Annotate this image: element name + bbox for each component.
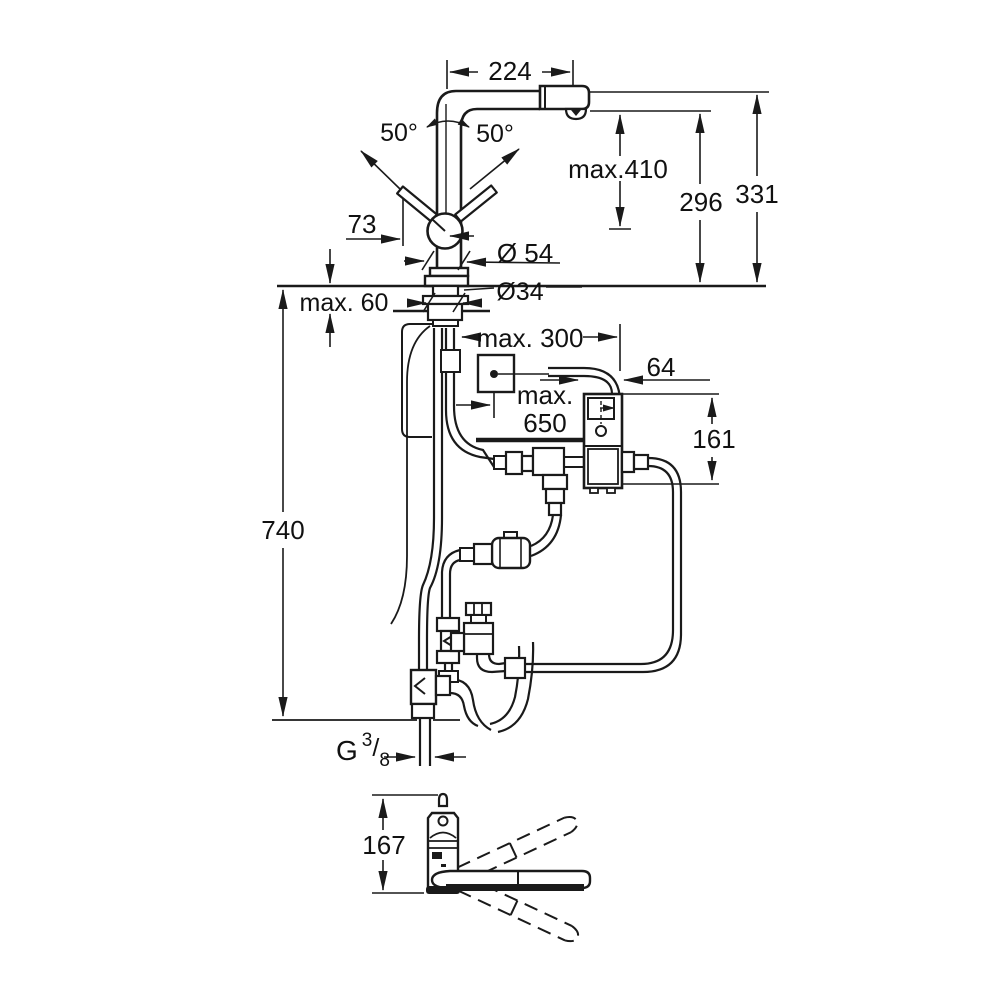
- outlet-fitting: [620, 450, 636, 474]
- label-overall-height: 331: [735, 179, 778, 209]
- label-base-diameter: Ø 54: [497, 238, 553, 268]
- valve-handle: [464, 601, 493, 617]
- faucet-side-view: [426, 792, 592, 943]
- sensor-window: [432, 852, 442, 859]
- label-supply-drop: 740: [261, 515, 304, 545]
- inlet-fittings: [493, 446, 584, 517]
- hose-nut: [503, 656, 527, 680]
- side-view-dashed-lever-up: [456, 816, 579, 884]
- dimension-lines: [272, 60, 769, 894]
- label-side-view-height: 167: [362, 830, 405, 860]
- under-counter-assembly: [390, 284, 683, 766]
- faucet-front-view: [277, 84, 766, 313]
- swivel-arc-arrow: [426, 118, 470, 128]
- hoses: [390, 325, 683, 766]
- mounting-shank: [421, 284, 470, 327]
- sensor-leader-dot: [490, 370, 498, 378]
- tee-valve: [409, 668, 452, 720]
- lever-knob-top: [437, 792, 449, 808]
- label-hole-diameter: Ø34: [496, 278, 543, 306]
- label-unit-offset: 64: [647, 352, 676, 382]
- sensor-cable: [390, 325, 431, 625]
- label-sensor-offset: max. 300: [477, 323, 584, 353]
- side-view-body: [426, 792, 592, 894]
- label-unit-height: 161: [692, 424, 735, 454]
- hose-connector: [440, 349, 461, 373]
- base-flange: [428, 266, 470, 278]
- label-swivel-left: 50°: [380, 119, 418, 147]
- label-pullout-extension: max.410: [568, 154, 668, 184]
- hose-guide-bracket: [401, 323, 432, 438]
- dimension-labels: 224 50° 50° max.410 296 331 73 Ø 54 Ø34 …: [261, 56, 778, 860]
- sensor-box: [476, 353, 549, 394]
- label-spout-reach: 224: [488, 56, 531, 86]
- shutoff-valve: [449, 601, 527, 680]
- indicator-led: [595, 425, 607, 437]
- lever-range-arrow-left: [360, 150, 401, 190]
- base-escutcheon: [423, 274, 470, 288]
- pullout-spray-head: [538, 84, 591, 111]
- lever-range-arrow-right: [469, 148, 520, 190]
- side-view-dashed-lever-down: [457, 875, 580, 943]
- label-sensor-cable-2: 650: [523, 408, 566, 438]
- spout-and-riser: [360, 84, 591, 288]
- label-spout-height: 296: [679, 187, 722, 217]
- inline-filter: [459, 531, 532, 570]
- label-deck-thickness: max. 60: [300, 289, 389, 317]
- control-unit: [582, 392, 650, 494]
- label-sensor-cable-1: max.: [517, 380, 573, 410]
- label-swivel-right: 50°: [476, 120, 514, 148]
- label-lever-projection: 73: [348, 209, 377, 239]
